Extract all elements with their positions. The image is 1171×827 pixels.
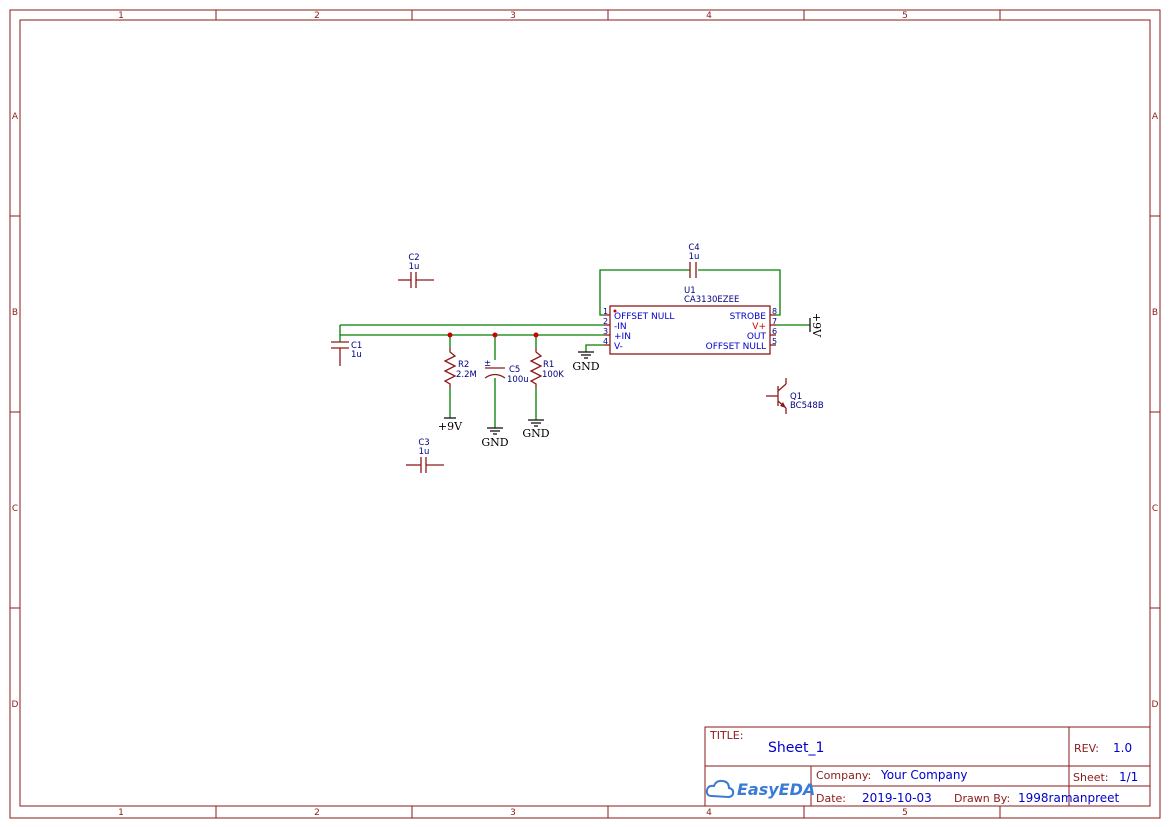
row-label-left: C [12,504,18,514]
capacitor-c2[interactable]: C2 1u [398,253,434,288]
r1-ref: R1 [543,360,554,370]
u1-pin-number: 7 [772,317,777,326]
column-label-top: 2 [314,11,320,21]
row-label-right: D [1152,700,1159,710]
u1-pin-number: 1 [603,307,608,316]
c1-value: 1u [351,350,362,360]
column-label-top: 5 [902,11,908,21]
c3-ref: C3 [418,438,429,448]
sheet-title: Sheet_1 [768,740,824,756]
rev-value: 1.0 [1113,741,1132,755]
capacitor-c3[interactable]: C3 1u [406,438,444,473]
u1-pin-name: -IN [614,322,627,332]
u1-pin-number: 5 [772,337,777,346]
c5-value: 100u [507,375,529,385]
resistor-r2[interactable]: R2 2.2M [443,348,477,388]
u1-pin-number: 8 [772,307,777,316]
drawn-by-value: 1998ramanpreet [1018,791,1120,805]
column-label-bottom: 3 [510,808,516,818]
column-label-top: 1 [118,11,124,21]
junctions [447,332,539,338]
u1-pin-name: +IN [614,332,631,342]
column-label-bottom: 2 [314,808,320,818]
c5-ref: C5 [509,365,520,375]
easyeda-logo: EasyEDA [705,779,815,799]
net-label-gnd: GND [522,427,549,440]
date-value: 2019-10-03 [862,791,932,805]
transistor-q1[interactable]: Q1 BC548B [766,378,824,414]
q1-value: BC548B [790,401,824,411]
u1-pin-name: STROBE [730,312,767,322]
power-flag-vcc-u1: +9V [809,313,823,338]
row-label-right: A [1152,112,1159,122]
title-block: TITLE: Sheet_1 REV: 1.0 Company: Your Co… [704,726,1151,807]
easyeda-logo-text: EasyEDA [737,780,815,799]
frame-column-labels: 1 2 3 4 5 1 2 3 4 5 [118,11,908,818]
u1-pin-name: V+ [752,322,766,332]
capacitor-c1[interactable]: C1 1u [331,341,362,366]
u1-pin-number: 3 [603,327,608,336]
net-label-vcc: +9V [810,313,823,338]
column-label-top: 3 [510,11,516,21]
opamp-u1[interactable]: U1 CA3130EZEE 1 2 3 4 OFFSET NULL -IN +I… [603,286,777,355]
u1-pin-name: OUT [747,332,767,342]
ground-symbol-c5: GND [481,427,509,449]
cloud-icon [705,779,735,799]
u1-pin-number: 2 [603,317,608,326]
c4-value: 1u [689,252,700,262]
rev-label: REV: [1074,742,1099,755]
junction-dot [533,332,539,338]
company-value: Your Company [880,768,968,782]
u1-pin-name: OFFSET NULL [614,312,674,322]
c2-ref: C2 [408,253,419,263]
c1-ref: C1 [351,341,362,351]
q1-ref: Q1 [790,392,802,402]
r2-value: 2.2M [456,370,477,380]
resistor-r1[interactable]: R1 100K [529,348,564,388]
date-label: Date: [816,792,846,805]
company-label: Company: [816,769,871,782]
sheet-value: 1/1 [1119,770,1138,784]
u1-pin-name: V- [614,342,623,352]
u1-value: CA3130EZEE [684,295,739,305]
r2-ref: R2 [458,360,469,370]
u1-pin-number: 4 [603,337,608,346]
row-label-left: A [12,112,19,122]
net-label-gnd: GND [481,436,508,449]
title-label: TITLE: [709,729,743,742]
ground-symbol-r1: GND [522,419,550,440]
ground-symbol-u1: GND [572,351,600,373]
u1-pin-number: 6 [772,327,777,336]
power-flag-vcc-r2: +9V [438,417,463,433]
wires [339,269,810,428]
sheet-label: Sheet: [1073,771,1109,784]
net-label-gnd: GND [572,360,599,373]
u1-pin-name: OFFSET NULL [706,342,766,352]
net-label-vcc: +9V [438,420,463,433]
capacitor-c4[interactable]: C4 1u [688,243,700,278]
capacitor-c5[interactable]: ± C5 100u [484,359,529,385]
row-label-left: D [12,700,19,710]
row-label-left: B [12,308,18,318]
drawn-by-label: Drawn By: [954,792,1010,805]
column-label-bottom: 4 [706,808,712,818]
drawing-frame [9,9,1161,819]
u1-ref: U1 [684,286,696,296]
row-label-right: B [1152,308,1158,318]
column-label-top: 4 [706,11,712,21]
frame-row-labels: A B C D A B C D [12,112,1159,710]
c3-value: 1u [419,447,430,457]
row-label-right: C [1152,504,1158,514]
c5-polarity: ± [484,359,491,369]
c2-value: 1u [409,262,420,272]
column-label-bottom: 5 [902,808,908,818]
r1-value: 100K [542,370,564,380]
column-label-bottom: 1 [118,808,124,818]
junction-dot [492,332,498,338]
c4-ref: C4 [688,243,699,253]
junction-dot [447,332,453,338]
